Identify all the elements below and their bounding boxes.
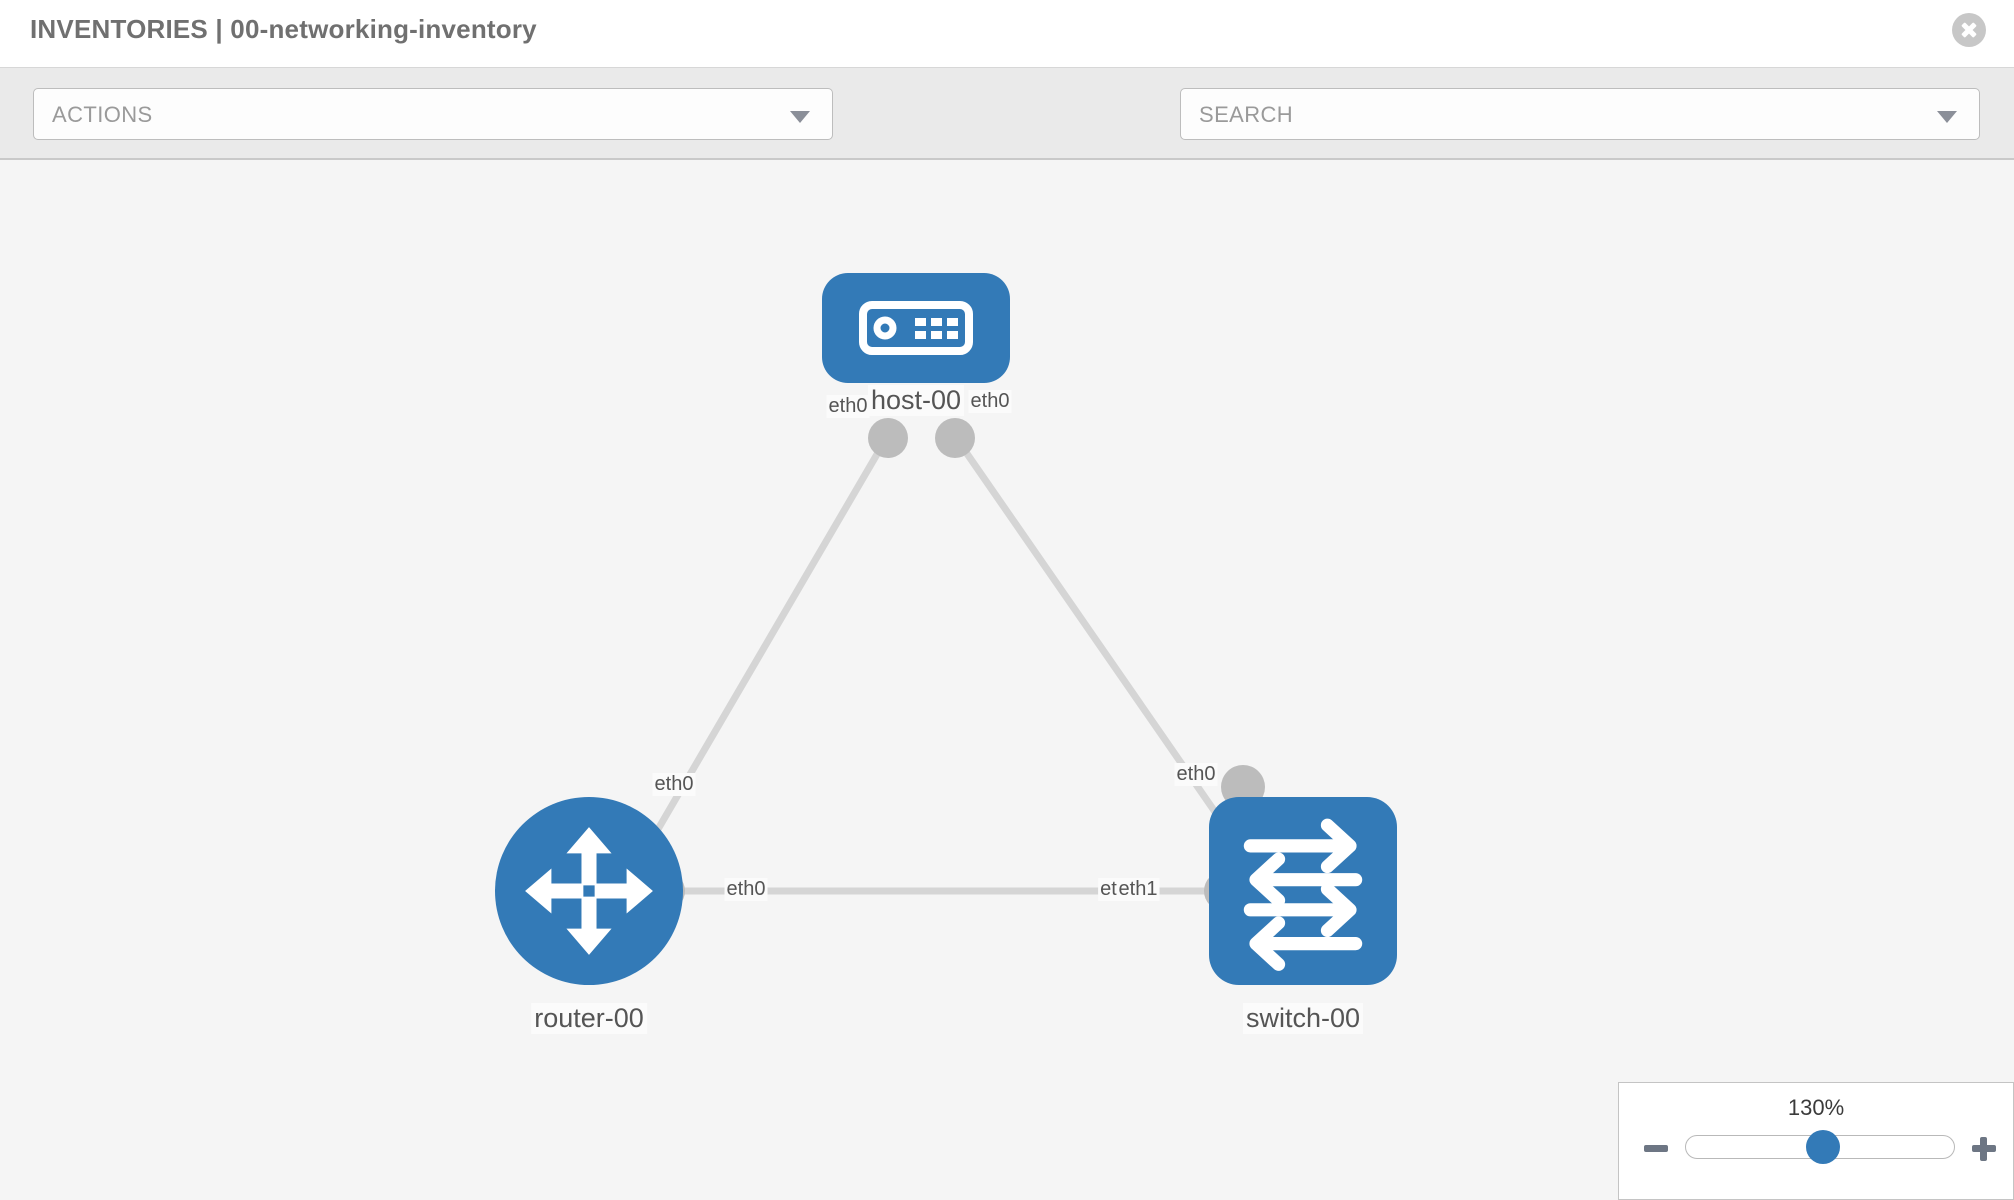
node-switch-00[interactable] bbox=[1209, 797, 1397, 985]
toolbar: ACTIONS SEARCH bbox=[0, 68, 2014, 198]
topology-canvas[interactable]: host-00 router-00 switch-00 eth0 eth0 et… bbox=[0, 160, 2014, 1200]
zoom-control-panel: 130% bbox=[1618, 1082, 2014, 1200]
router-arrows-icon bbox=[525, 827, 653, 955]
zoom-slider-thumb[interactable] bbox=[1806, 1130, 1840, 1164]
zoom-level-value: 130% bbox=[1787, 1095, 1845, 1120]
switch-arrows-icon bbox=[1243, 818, 1363, 971]
server-icon bbox=[859, 301, 973, 355]
zoom-in-button[interactable] bbox=[1969, 1133, 1999, 1163]
search-input[interactable]: SEARCH bbox=[1180, 88, 1980, 140]
chevron-down-icon bbox=[1937, 111, 1957, 123]
interface-dot-host00-right bbox=[935, 418, 975, 458]
page-title: INVENTORIES | 00-networking-inventory bbox=[30, 14, 537, 44]
zoom-out-button[interactable] bbox=[1641, 1133, 1671, 1163]
edge-host00-switch00[interactable] bbox=[948, 428, 1244, 852]
search-placeholder: SEARCH bbox=[1199, 102, 1294, 127]
node-router-00[interactable] bbox=[495, 797, 683, 985]
close-icon[interactable] bbox=[1952, 13, 1986, 47]
node-host-00[interactable] bbox=[822, 273, 1010, 383]
actions-dropdown[interactable]: ACTIONS bbox=[33, 88, 833, 140]
edge-host00-router00[interactable] bbox=[636, 428, 894, 864]
page-header: INVENTORIES | 00-networking-inventory bbox=[0, 0, 2014, 68]
actions-dropdown-label: ACTIONS bbox=[52, 102, 153, 127]
interface-dot-host00-left bbox=[868, 418, 908, 458]
chevron-down-icon bbox=[790, 111, 810, 123]
